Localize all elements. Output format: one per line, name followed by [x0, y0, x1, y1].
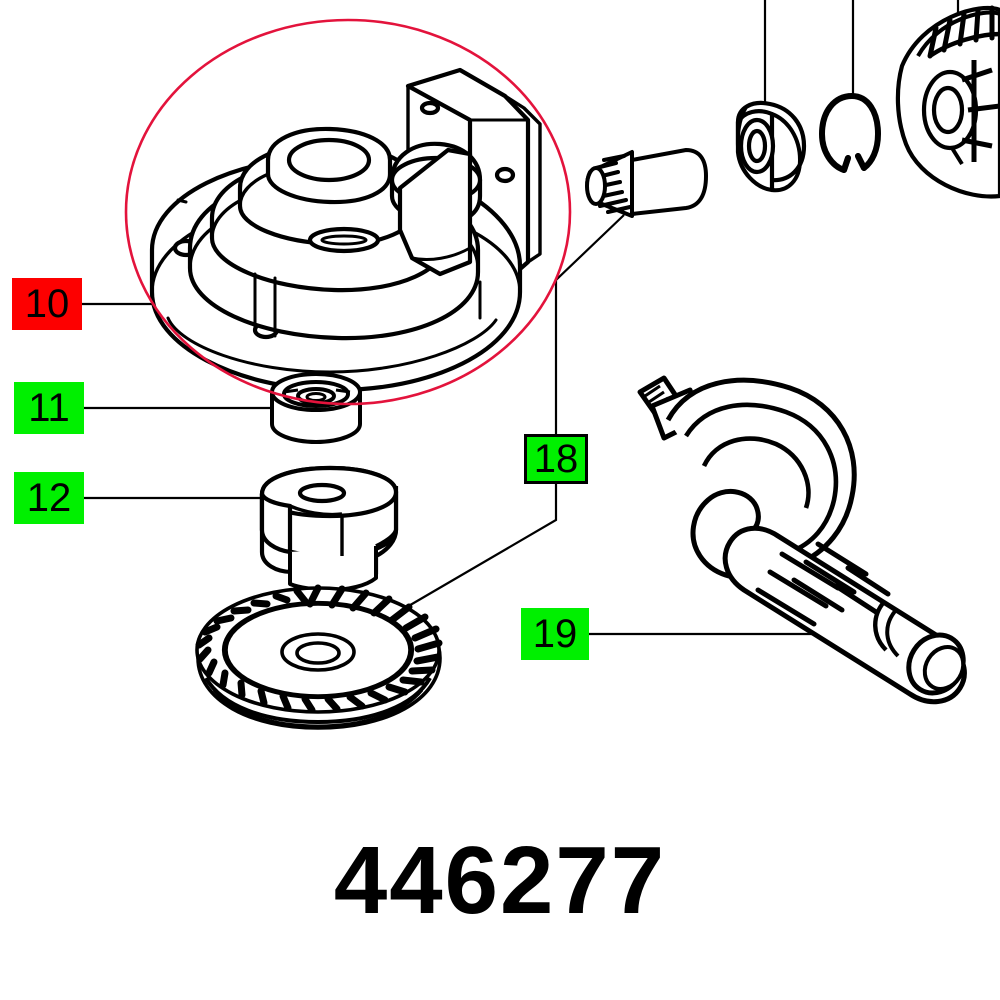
- circlip-lugs: [841, 153, 867, 173]
- callout-18-label: 18: [533, 437, 579, 481]
- flange-center-hole: [297, 482, 347, 504]
- pinion-shank: [630, 148, 708, 216]
- flange-skirt-front: [288, 546, 378, 592]
- upper-bearing-bore: [746, 128, 768, 164]
- handle-grip-band2: [885, 608, 900, 658]
- leader-18-upper: [554, 214, 625, 434]
- part-bevel-pinion-gear[interactable]: [585, 148, 708, 218]
- part-ball-bearing[interactable]: [270, 372, 362, 444]
- callout-11-label: 11: [28, 386, 70, 430]
- bearing-cage-mark-2: [335, 388, 351, 394]
- housing-plate-hole-mid: [494, 166, 516, 184]
- part-number-caption: 446277: [333, 827, 667, 934]
- handle-bell-inner: [684, 402, 839, 555]
- part-side-handle[interactable]: [637, 375, 974, 705]
- handle-grip-band: [873, 600, 888, 652]
- callout-12[interactable]: 12: [14, 472, 84, 524]
- callout-11[interactable]: 11: [14, 382, 84, 434]
- leader-18-lower: [399, 484, 558, 612]
- housing-spindle-boss-top: [286, 137, 372, 183]
- part-spiral-bevel-ring-gear[interactable]: [195, 584, 443, 730]
- circlip-body: [819, 93, 881, 173]
- gear-bore: [295, 641, 341, 665]
- callout-19[interactable]: 19: [521, 608, 589, 660]
- bearing-cage-mark-1: [283, 388, 299, 394]
- gear-tooth-root-circle: [221, 600, 415, 700]
- part-upper-ball-bearing[interactable]: [735, 100, 807, 193]
- pinion-tip-face: [585, 166, 607, 206]
- housing-plate-hole-top: [419, 100, 441, 116]
- gear-teeth: [195, 584, 443, 714]
- flange-inner-step: [289, 504, 343, 517]
- gear-rim-lower-edge: [204, 676, 432, 724]
- handle-grip-end-inner: [922, 645, 966, 691]
- upper-bearing-face: [771, 112, 802, 193]
- part-armature-fan[interactable]: [895, 5, 1000, 199]
- handle-bell-inner2: [701, 436, 811, 509]
- fan-hub-band: [928, 31, 1000, 58]
- callout-10-label: 10: [24, 282, 70, 326]
- housing-nick: [176, 198, 188, 204]
- handle-grip-ribs: [755, 541, 891, 627]
- part-gear-housing-assembly[interactable]: [149, 67, 542, 393]
- callout-19-label: 19: [532, 612, 578, 656]
- callout-10[interactable]: 10: [12, 278, 82, 330]
- fan-core-ring-inner: [931, 85, 965, 135]
- callout-18[interactable]: 18: [524, 434, 588, 484]
- fan-core-tail: [950, 146, 964, 166]
- part-retaining-ring[interactable]: [819, 93, 881, 173]
- upper-bearing-edge: [736, 107, 748, 147]
- flange-skirt-right: [375, 527, 398, 548]
- bearing-bore: [305, 392, 327, 402]
- callout-12-label: 12: [26, 476, 72, 520]
- gear-rim-base: [212, 689, 424, 728]
- part-spindle-flange[interactable]: [259, 465, 399, 592]
- housing-oil-slot-inner: [320, 234, 368, 246]
